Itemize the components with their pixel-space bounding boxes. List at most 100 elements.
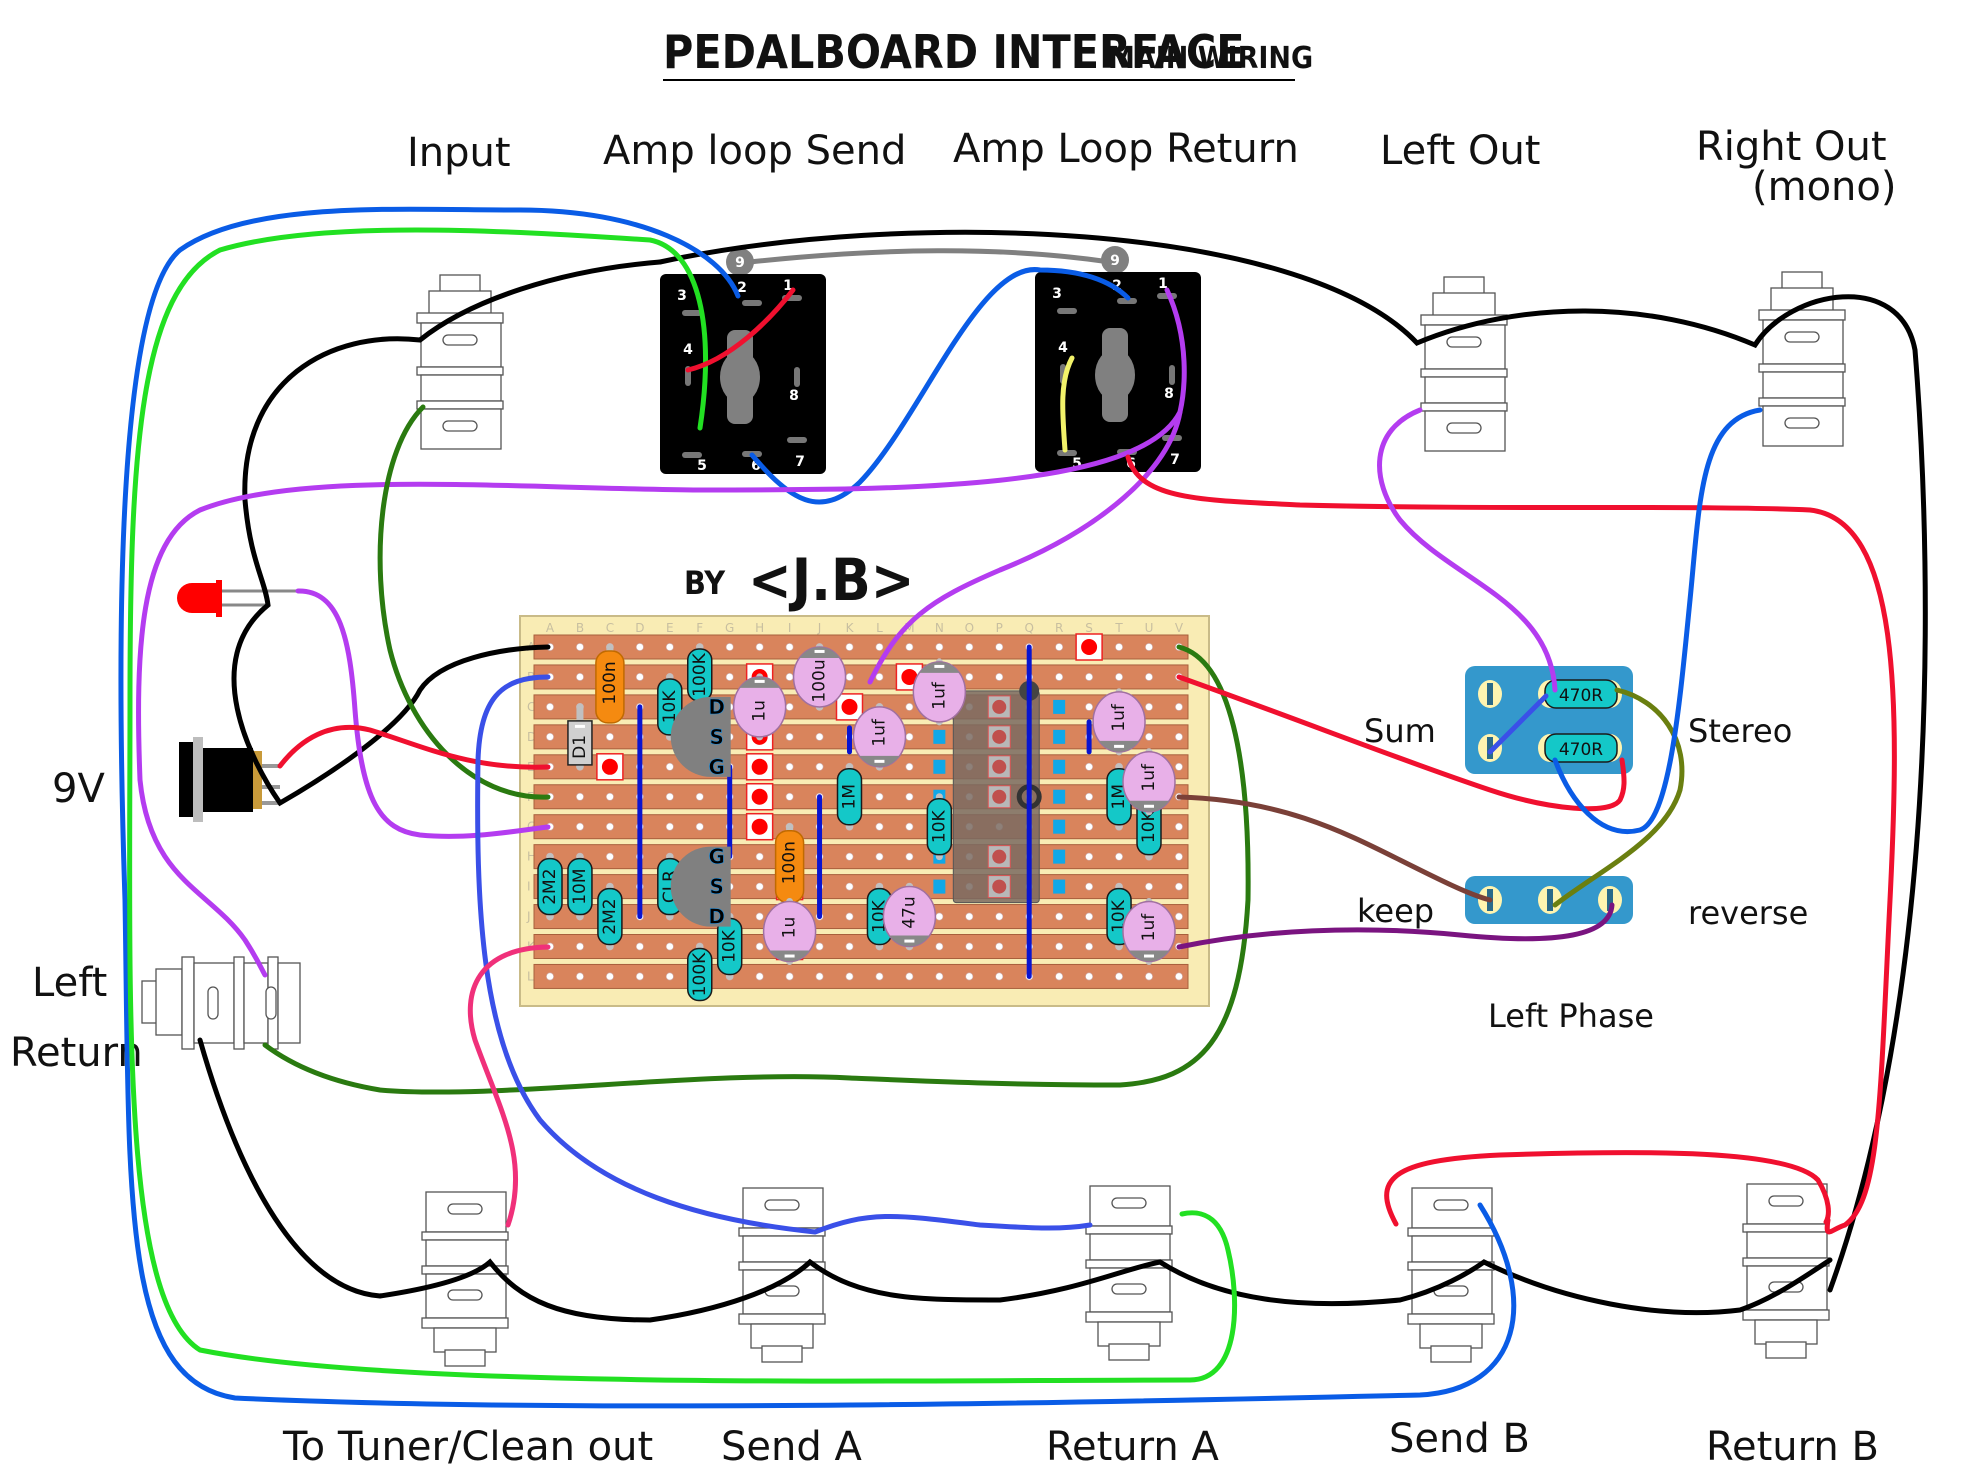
hole bbox=[665, 792, 674, 801]
hole bbox=[1175, 912, 1183, 921]
jack-nut bbox=[1432, 292, 1496, 318]
component-label: 100n bbox=[780, 841, 800, 884]
label-reverse: reverse bbox=[1688, 894, 1808, 932]
column-label: S bbox=[1085, 621, 1093, 635]
negative-mark bbox=[1114, 744, 1125, 748]
label-tuner: To Tuner/Clean out bbox=[282, 1424, 653, 1469]
ic-pad bbox=[1053, 699, 1066, 714]
resistor-body bbox=[687, 947, 713, 1002]
jack-lug-slot bbox=[265, 986, 277, 1020]
negative-mark bbox=[814, 649, 825, 653]
dc-power-jack bbox=[179, 737, 280, 822]
hole bbox=[725, 673, 734, 681]
hole bbox=[1055, 673, 1064, 681]
jack-left-out bbox=[1420, 276, 1508, 452]
jack-lug-slot bbox=[1784, 417, 1820, 429]
wire-lug9-link bbox=[747, 248, 1113, 265]
component-label: 100K bbox=[690, 952, 710, 996]
jfet-body bbox=[670, 696, 731, 777]
track-cut bbox=[745, 783, 774, 811]
pin-label: 1 bbox=[1158, 276, 1168, 292]
wire-blue-outer bbox=[118, 206, 1517, 1409]
hole bbox=[995, 673, 1004, 681]
jack-return-b bbox=[1742, 1183, 1830, 1359]
led-flange bbox=[216, 580, 222, 617]
dc-jack-face bbox=[179, 742, 195, 817]
label-amp-loop-return: Amp Loop Return bbox=[953, 126, 1299, 172]
hole bbox=[665, 942, 674, 951]
switch-actuator-bulge bbox=[720, 351, 760, 403]
diagram-title: PEDALBOARD INTERFACE MAIN WIRING bbox=[663, 25, 1313, 81]
wire-olive-stereo-phase bbox=[1552, 687, 1685, 908]
capacitor-can bbox=[1122, 751, 1176, 813]
column-label: D bbox=[635, 621, 644, 635]
jack-divider bbox=[1085, 1225, 1173, 1235]
pin-label: 7 bbox=[1170, 452, 1180, 468]
jack-lug-slot bbox=[764, 1199, 800, 1211]
electrolytic-capacitor: 1uf bbox=[1122, 900, 1176, 963]
row-label: H bbox=[527, 850, 536, 864]
jfet-body bbox=[670, 846, 731, 927]
hole bbox=[755, 912, 764, 921]
hole bbox=[1145, 673, 1153, 681]
track-cut-dot bbox=[841, 698, 858, 715]
label-left-return-2: Return bbox=[10, 1030, 143, 1076]
column-label: O bbox=[965, 621, 974, 635]
ic-pad bbox=[1053, 789, 1066, 804]
jack-nut-bottom bbox=[1765, 1341, 1807, 1359]
track-cut-dot bbox=[1081, 639, 1098, 655]
track-cut-dot bbox=[901, 668, 918, 685]
switch-lug bbox=[1169, 365, 1175, 385]
column-label: Q bbox=[1024, 621, 1033, 635]
dc-jack-base bbox=[253, 751, 262, 809]
hole bbox=[995, 972, 1004, 981]
column-label: T bbox=[1114, 621, 1123, 635]
resistor-body bbox=[1544, 733, 1618, 763]
hole bbox=[1115, 673, 1123, 681]
dc-jack-nut bbox=[193, 737, 203, 822]
resistor: 1M bbox=[836, 768, 863, 826]
hole bbox=[1085, 703, 1093, 711]
label-9v: 9V bbox=[52, 766, 105, 812]
ic-pad bbox=[1053, 879, 1066, 894]
hole bbox=[1055, 972, 1064, 981]
jfet-pin-label: S bbox=[710, 725, 724, 749]
jack-send-b bbox=[1407, 1187, 1495, 1363]
hole bbox=[635, 972, 644, 981]
capacitor-can bbox=[912, 661, 967, 723]
electrolytic-capacitor: 1uf bbox=[912, 661, 967, 723]
wire-brown-keep bbox=[1176, 794, 1493, 903]
column-label: H bbox=[755, 621, 764, 635]
jack-divider bbox=[1758, 397, 1846, 407]
capacitor-can bbox=[1122, 900, 1176, 963]
component-label: 100u bbox=[810, 659, 830, 702]
hole bbox=[546, 732, 554, 741]
led-body bbox=[177, 583, 216, 613]
film-capacitor: 100n bbox=[774, 829, 805, 904]
jack-lug-slot bbox=[447, 1203, 483, 1215]
hole bbox=[785, 972, 794, 981]
label-return-b: Return B bbox=[1706, 1424, 1879, 1469]
hole bbox=[635, 673, 644, 681]
component-label: 100K bbox=[690, 652, 710, 696]
capacitor-can bbox=[1092, 691, 1146, 753]
hole bbox=[1175, 882, 1183, 891]
jfet-transistor: GSD bbox=[670, 844, 731, 929]
hole bbox=[845, 942, 854, 951]
jack-washer bbox=[1085, 1311, 1173, 1323]
wires bbox=[118, 206, 1928, 1409]
label-left-return-1: Left bbox=[32, 960, 107, 1006]
hole bbox=[1055, 643, 1064, 651]
label-send-a: Send A bbox=[721, 1424, 862, 1469]
hole bbox=[695, 822, 704, 831]
label-keep: keep bbox=[1357, 892, 1434, 930]
hole bbox=[785, 762, 794, 771]
jack-nut-bottom bbox=[1108, 1343, 1150, 1361]
switch-actuator-bulge bbox=[1095, 349, 1135, 401]
label-send-b: Send B bbox=[1389, 1416, 1530, 1462]
hole bbox=[1085, 762, 1093, 771]
jack-lug-slot bbox=[1768, 1195, 1804, 1207]
switch-lug bbox=[682, 310, 702, 316]
hole bbox=[965, 972, 974, 981]
